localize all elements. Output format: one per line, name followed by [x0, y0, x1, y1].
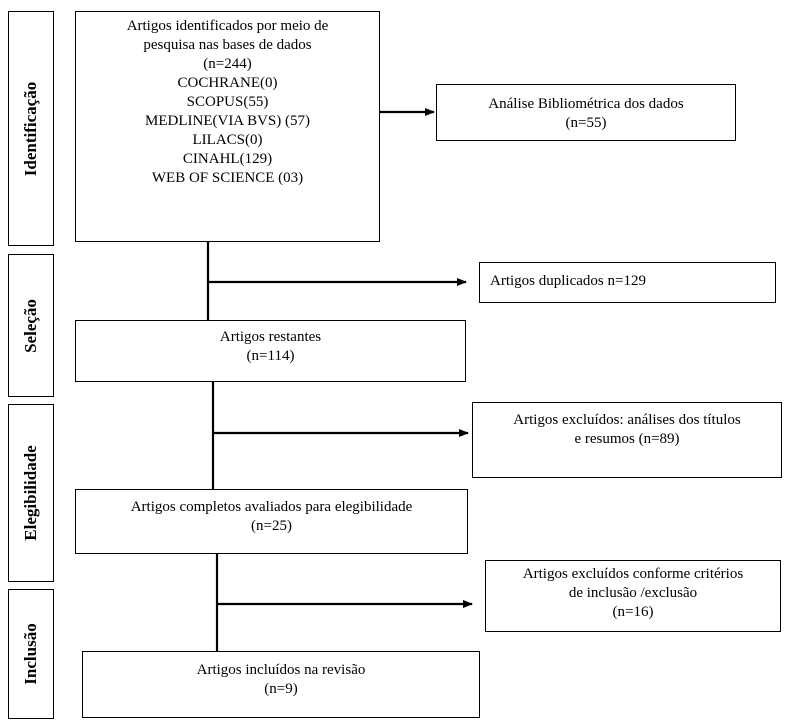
box-line: Artigos completos avaliados para elegibi…	[130, 499, 413, 515]
box-identified: Artigos identificados por meio de pesqui…	[75, 11, 380, 242]
stage-selecao: Seleção	[8, 254, 54, 397]
box-line: (n=16)	[612, 604, 654, 620]
box-line: MEDLINE(VIA BVS) (57)	[145, 113, 310, 129]
box-included: Artigos incluídos na revisão (n=9)	[82, 651, 480, 718]
stage-elegibilidade: Elegibilidade	[8, 404, 54, 582]
box-excluded-titles: Artigos excluídos: análises dos títulos …	[472, 402, 782, 478]
box-line: Artigos identificados por meio de	[126, 18, 329, 34]
box-line: CINAHL(129)	[182, 151, 273, 167]
box-line: (n=114)	[246, 348, 295, 364]
box-duplicates: Artigos duplicados n=129	[479, 262, 776, 303]
box-excluded-criteria: Artigos excluídos conforme critérios de …	[485, 560, 781, 632]
box-line: (n=25)	[251, 518, 292, 534]
box-line: (n=244)	[203, 56, 252, 72]
box-line: Artigos restantes	[219, 329, 322, 345]
stage-identificacao: Identificação	[8, 11, 54, 246]
stage-inclusao: Inclusão	[8, 589, 54, 719]
box-line: e resumos (n=89)	[574, 431, 680, 447]
box-line: Análise Bibliométrica dos dados	[488, 96, 684, 112]
box-line: Artigos incluídos na revisão	[196, 662, 366, 678]
box-line: (n=55)	[565, 115, 607, 131]
box-line: SCOPUS(55)	[186, 94, 269, 110]
box-line: LILACS(0)	[192, 132, 263, 148]
box-line: COCHRANE(0)	[177, 75, 278, 91]
box-line: Artigos duplicados n=129	[490, 273, 646, 289]
box-line: de inclusão /exclusão	[568, 585, 698, 601]
box-bibliometric: Análise Bibliométrica dos dados (n=55)	[436, 84, 736, 141]
box-line: (n=9)	[264, 681, 298, 697]
box-line: pesquisa nas bases de dados	[143, 37, 312, 53]
box-remaining: Artigos restantes (n=114)	[75, 320, 466, 382]
box-full-text: Artigos completos avaliados para elegibi…	[75, 489, 468, 554]
box-line: Artigos excluídos conforme critérios	[522, 566, 744, 582]
box-line: WEB OF SCIENCE (03)	[151, 170, 304, 186]
box-line: Artigos excluídos: análises dos títulos	[513, 412, 741, 428]
